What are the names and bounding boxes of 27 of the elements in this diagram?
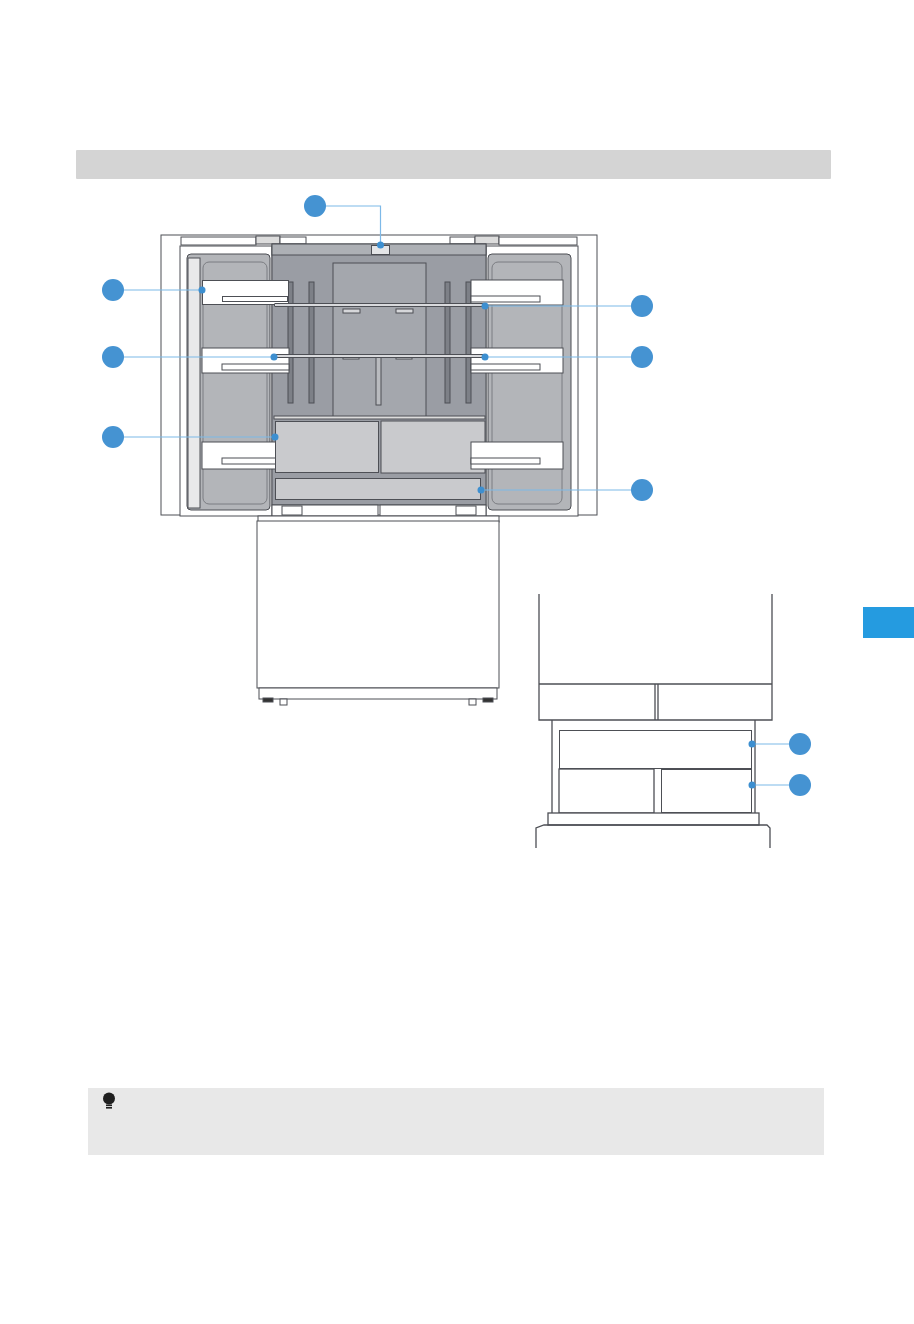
leader-line: [748, 781, 790, 789]
callout-circle: [789, 733, 811, 755]
callout-circle: [304, 195, 326, 217]
callout-circle: [789, 774, 811, 796]
leader-line: [748, 740, 790, 748]
leader-line: [123, 353, 278, 361]
shelf: [274, 354, 485, 358]
callout-circle: [102, 426, 124, 448]
leader-line: [325, 205, 384, 249]
callout-circle: [631, 295, 653, 317]
heading-band: [76, 150, 831, 179]
leader-line: [123, 433, 279, 441]
sensor-housing: [371, 245, 390, 255]
drawer: [275, 478, 481, 500]
leader-line: [477, 486, 632, 494]
shelf: [274, 303, 485, 307]
freezer-drawer: [559, 730, 752, 769]
callout-circle: [631, 479, 653, 501]
freezer-drawer: [661, 769, 752, 813]
leader-line: [481, 353, 632, 361]
door-bin: [202, 280, 289, 305]
crisper-drawer: [275, 421, 379, 473]
leader-line: [481, 302, 632, 310]
leader-line: [123, 286, 206, 294]
callout-circle: [102, 346, 124, 368]
callout-circle: [631, 346, 653, 368]
callout-circle: [102, 279, 124, 301]
